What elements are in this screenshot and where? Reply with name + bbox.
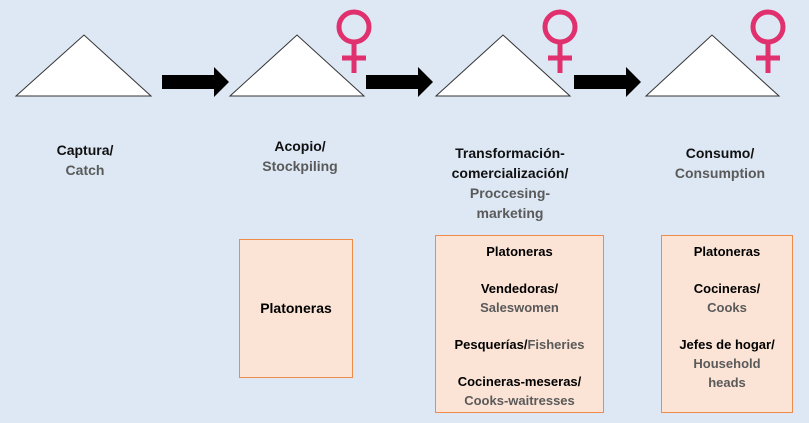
box-item-cocineras-meseras: Cocineras-meseras/ Cooks-waitresses: [436, 372, 603, 410]
stage-label-en: Stockpiling: [262, 158, 338, 174]
stage-label-es: Consumo/: [685, 145, 755, 161]
box-stockpiling: Platoneras: [239, 239, 353, 378]
stage-label-es: Transformación-comercialización/: [451, 145, 569, 181]
right-arrow-icon: [162, 67, 229, 97]
box-processing: Platoneras Vendedoras/ Saleswomen Pesque…: [435, 235, 604, 413]
box-item-platoneras: Platoneras: [693, 244, 761, 259]
item-es: Jefes de hogar/: [679, 337, 775, 352]
female-symbol-icon: [750, 9, 786, 73]
stage-triangle-processing-icon: [434, 34, 572, 97]
item-en: Cooks: [707, 300, 747, 315]
item-en: Cooks-waitresses: [464, 393, 575, 408]
stage-triangle-catch-icon: [14, 34, 153, 97]
item-es: Cocineras/: [693, 281, 761, 296]
stage-label-consumption: Consumo/ Consumption: [660, 143, 780, 183]
stage-triangle-stockpiling-icon: [228, 34, 366, 97]
box-item-jefes-de-hogar: Jefes de hogar/ Household heads: [662, 335, 792, 392]
stage-triangle-consumption-icon: [644, 34, 781, 97]
box-consumption: Platoneras Cocineras/ Cooks Jefes de hog…: [661, 235, 793, 413]
female-symbol-icon: [542, 9, 578, 73]
box-item-cocineras: Cocineras/ Cooks: [662, 279, 792, 317]
box-item-pesquerias: Pesquerías/Fisheries: [436, 335, 603, 354]
stage-label-en: Consumption: [674, 165, 766, 181]
box-item-platoneras: Platoneras: [486, 244, 553, 259]
box-item-platoneras: Platoneras: [260, 300, 332, 316]
item-es: Cocineras-meseras/: [457, 374, 582, 389]
stage-label-en: Catch: [65, 162, 105, 178]
stage-label-processing: Transformación-comercialización/ Procces…: [430, 143, 590, 223]
item-en: Fisheries: [527, 337, 585, 352]
stage-label-es: Captura/: [56, 142, 114, 158]
right-arrow-icon: [574, 67, 641, 97]
box-item-vendedoras: Vendedoras/ Saleswomen: [436, 279, 603, 317]
female-symbol-icon: [336, 9, 372, 73]
item-en: Saleswomen: [480, 300, 559, 315]
stage-label-stockpiling: Acopio/ Stockpiling: [240, 136, 360, 176]
item-en: Household heads: [693, 356, 761, 390]
item-es: Vendedoras/: [480, 281, 559, 296]
right-arrow-icon: [366, 67, 433, 97]
stage-label-es: Acopio/: [274, 138, 326, 154]
item-es: Pesquerías/: [454, 337, 528, 352]
stage-label-en: Proccesing-marketing: [469, 185, 551, 221]
stage-label-catch: Captura/ Catch: [30, 140, 140, 180]
